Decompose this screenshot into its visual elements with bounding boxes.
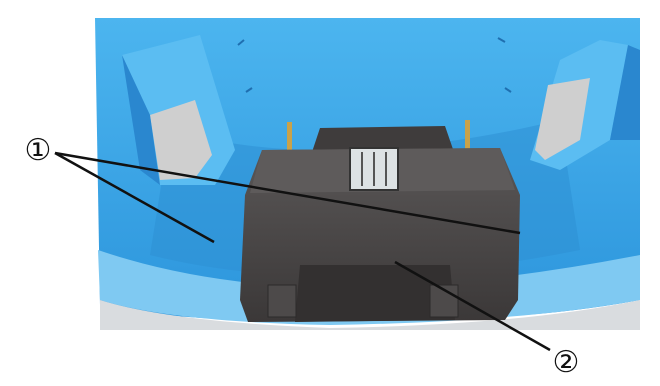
callout-1: ①	[25, 133, 52, 168]
callout-2: ②	[553, 345, 580, 380]
dark-module	[240, 120, 520, 322]
